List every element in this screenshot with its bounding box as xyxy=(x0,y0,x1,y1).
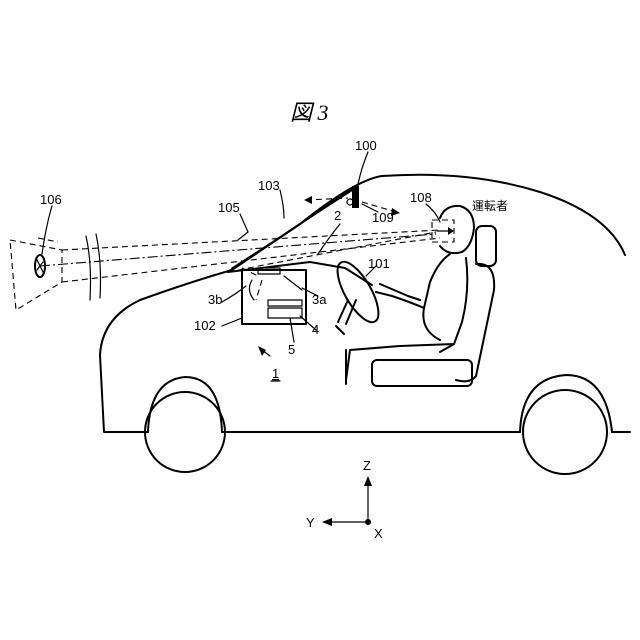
steering-column xyxy=(338,300,356,324)
label-2: 2 xyxy=(334,208,341,223)
arrow-1 xyxy=(258,346,266,356)
leader-103 xyxy=(280,190,284,218)
label-109: 109 xyxy=(372,210,394,225)
leader-5 xyxy=(290,318,294,342)
ray-top xyxy=(62,230,440,250)
detect-arrowhead-left xyxy=(304,196,312,204)
label-4: 4 xyxy=(312,322,319,337)
rear-wheel xyxy=(523,390,607,474)
mirror-3a xyxy=(284,276,302,290)
axis-z-arrowhead xyxy=(364,476,372,486)
label-1: 1 xyxy=(272,366,279,381)
label-106: 106 xyxy=(40,192,62,207)
virtual-image-top xyxy=(38,238,58,242)
eyebox-arrowhead xyxy=(448,227,454,235)
leader-102 xyxy=(222,318,242,326)
front-wheel-arch xyxy=(148,377,222,432)
label-100: 100 xyxy=(355,138,377,153)
sensor-109 xyxy=(352,186,359,208)
front-wheel xyxy=(145,392,225,472)
label-102: 102 xyxy=(194,318,216,333)
component-5 xyxy=(268,308,302,318)
leader-106 xyxy=(42,206,52,254)
axis-x-origin xyxy=(365,519,371,525)
driver-head xyxy=(440,206,474,253)
break-mark-a xyxy=(86,236,91,300)
detect-arrow-left xyxy=(306,198,348,200)
figure-title: 図 3 xyxy=(290,100,329,125)
ray-reflect xyxy=(238,232,436,270)
axis-y-label: Y xyxy=(306,515,315,530)
seat-cushion xyxy=(372,360,472,386)
headrest xyxy=(476,226,496,266)
leader-2 xyxy=(318,224,340,254)
leader-108 xyxy=(426,204,440,222)
steering-base xyxy=(336,326,344,334)
label-driver: 運転者 xyxy=(472,199,508,213)
mirror-3b xyxy=(249,280,254,300)
label-103: 103 xyxy=(258,178,280,193)
label-108: 108 xyxy=(410,190,432,205)
combiner-105 xyxy=(238,232,248,240)
label-3b: 3b xyxy=(208,292,222,307)
driver-arm xyxy=(380,284,420,300)
dashboard xyxy=(228,262,372,285)
label-105: 105 xyxy=(218,200,240,215)
component-4 xyxy=(268,300,302,306)
label-101: 101 xyxy=(368,256,390,271)
light-path-inner xyxy=(256,280,262,300)
label-5: 5 xyxy=(288,342,295,357)
driver-legs xyxy=(346,344,454,380)
break-mark-b xyxy=(96,234,101,298)
axis-y-arrowhead xyxy=(322,518,332,526)
label-3a: 3a xyxy=(312,292,327,307)
leader-105 xyxy=(240,214,248,232)
leader-100 xyxy=(358,152,368,184)
axis-z-label: Z xyxy=(363,458,371,473)
axis-x-label: X xyxy=(374,526,383,541)
